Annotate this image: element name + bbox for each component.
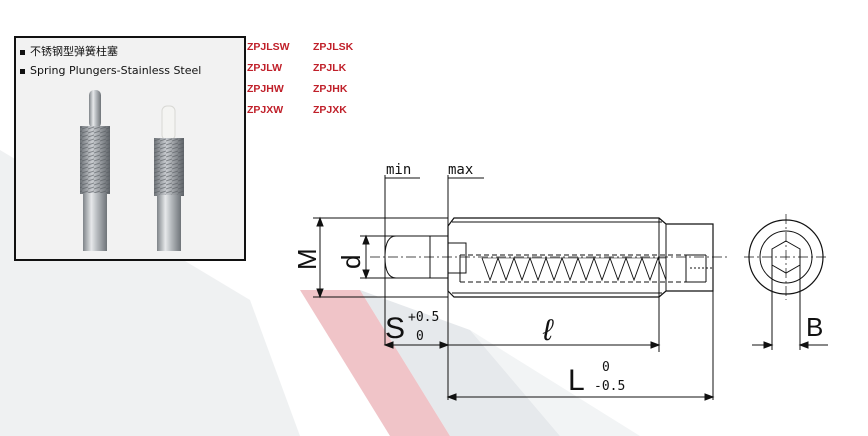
code-row-2-a: ZPJLW [247, 62, 283, 74]
dim-M: M [292, 248, 322, 270]
code-row-2-b: ZPJLK [313, 62, 347, 74]
dim-l: ℓ [542, 314, 554, 347]
max-label: max [448, 162, 473, 178]
dim-S-tol-upper: +0.5 [408, 310, 439, 325]
plunger-photo [80, 90, 184, 251]
bullet-icon [20, 49, 25, 55]
dim-L: L [568, 364, 585, 397]
code-row-1-a: ZPJLSW [247, 41, 290, 53]
code-row-4-b: ZPJXK [313, 104, 347, 116]
code-row-4-a: ZPJXW [247, 104, 284, 116]
product-photo-panel: 不锈钢型弹簧柱塞 Spring Plungers-Stainless Steel [14, 36, 246, 261]
dim-d: d [336, 255, 366, 269]
caption-cn-row: 不锈钢型弹簧柱塞 [20, 43, 118, 59]
caption-en: Spring Plungers-Stainless Steel [30, 64, 202, 77]
dim-S-tol-lower: 0 [416, 329, 424, 344]
dim-B: B [806, 312, 823, 342]
dim-S: S [385, 312, 405, 345]
dim-L-tol-upper: 0 [602, 360, 610, 375]
bullet-icon [20, 68, 25, 74]
code-row-3-b: ZPJHK [313, 83, 348, 95]
min-label: min [386, 162, 411, 178]
caption-en-row: Spring Plungers-Stainless Steel [20, 64, 201, 77]
dim-L-tol-lower: -0.5 [594, 379, 625, 394]
caption-cn: 不锈钢型弹簧柱塞 [30, 45, 118, 58]
code-row-3-a: ZPJHW [247, 83, 284, 95]
code-row-1-b: ZPJLSK [313, 41, 354, 53]
